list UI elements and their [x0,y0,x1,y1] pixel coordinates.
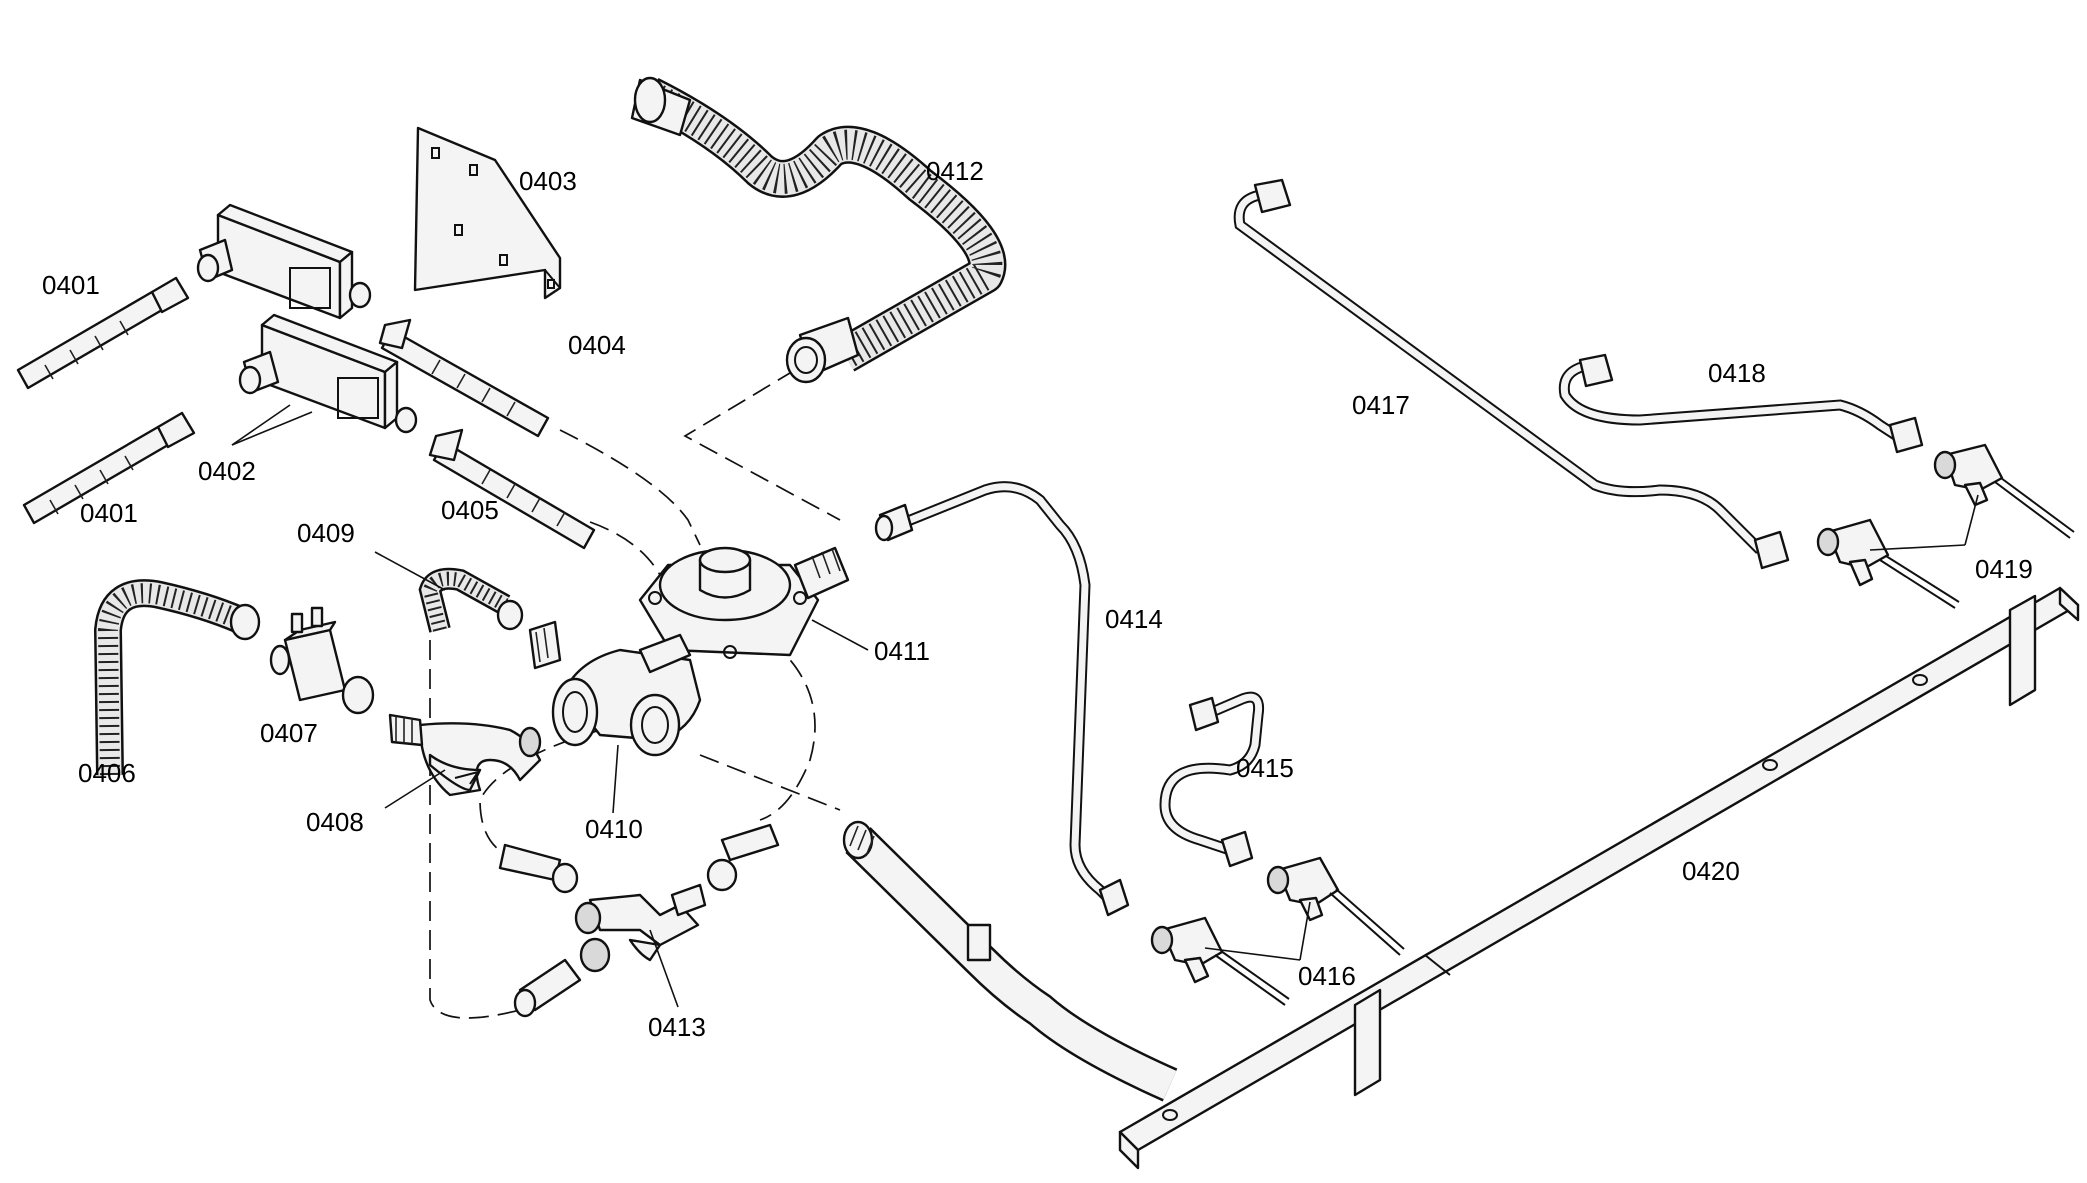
part-0414-gas-pipe [874,481,1130,917]
leader-0416 [1204,901,1311,961]
part-0416-valve-lower [1150,916,1290,1006]
label-0415: 0415 [1236,753,1294,783]
part-0419-valve-upper [1933,443,2075,539]
label-0410: 0410 [585,814,643,844]
label-0420: 0420 [1682,856,1740,886]
part-0412-flex-hose [630,76,1007,384]
part-0420-manifold-bar [1118,586,2080,1170]
label-0403: 0403 [519,166,577,196]
label-0404: 0404 [568,330,626,360]
part-0402-switch-upper [196,203,372,320]
part-0418-pipe [1558,353,1924,454]
label-0408: 0408 [306,807,364,837]
label-0411: 0411 [874,636,930,666]
fittings-0413-group [498,823,780,1018]
label-0412: 0412 [926,156,984,186]
label-0409: 0409 [297,518,355,548]
part-0404-cable [378,318,550,438]
part-labels: 0401 0401 0402 0403 0404 0405 0406 0407 … [42,156,2033,1042]
label-0416: 0416 [1298,961,1356,991]
label-0401-upper: 0401 [42,270,100,300]
pipe-to-manifold [842,820,1178,1102]
part-0411-regulator [638,546,850,659]
label-0419: 0419 [1975,554,2033,584]
label-0413: 0413 [648,1012,706,1042]
part-0416-valve-upper [1266,856,1405,956]
label-0402: 0402 [198,456,256,486]
part-0405-cable [428,428,596,550]
label-0418: 0418 [1708,358,1766,388]
part-0401-cable-lower [22,411,196,525]
part-0409-small-hose [418,567,524,633]
label-0406: 0406 [78,758,136,788]
part-0415-gas-pipe [1159,691,1265,868]
label-0407: 0407 [260,718,318,748]
part-0401-cable-upper [16,276,190,390]
leader-0402 [231,404,313,446]
label-0405: 0405 [441,495,499,525]
label-0401-lower: 0401 [80,498,138,528]
label-0414: 0414 [1105,604,1163,634]
part-0410-tee [528,620,702,757]
part-0403-bracket [413,126,562,300]
dashed-connection-lines [429,369,841,1019]
part-0417-long-pipe [1233,178,1790,570]
leader-0419 [1869,494,1979,551]
leader-lines [374,551,869,1008]
label-0417: 0417 [1352,390,1410,420]
part-0407-valve [269,606,375,715]
part-0402-switch-lower [238,313,418,434]
part-0408-elbow [388,713,542,797]
part-0406-hose [93,579,261,776]
part-0419-valve-lower [1816,518,1960,609]
